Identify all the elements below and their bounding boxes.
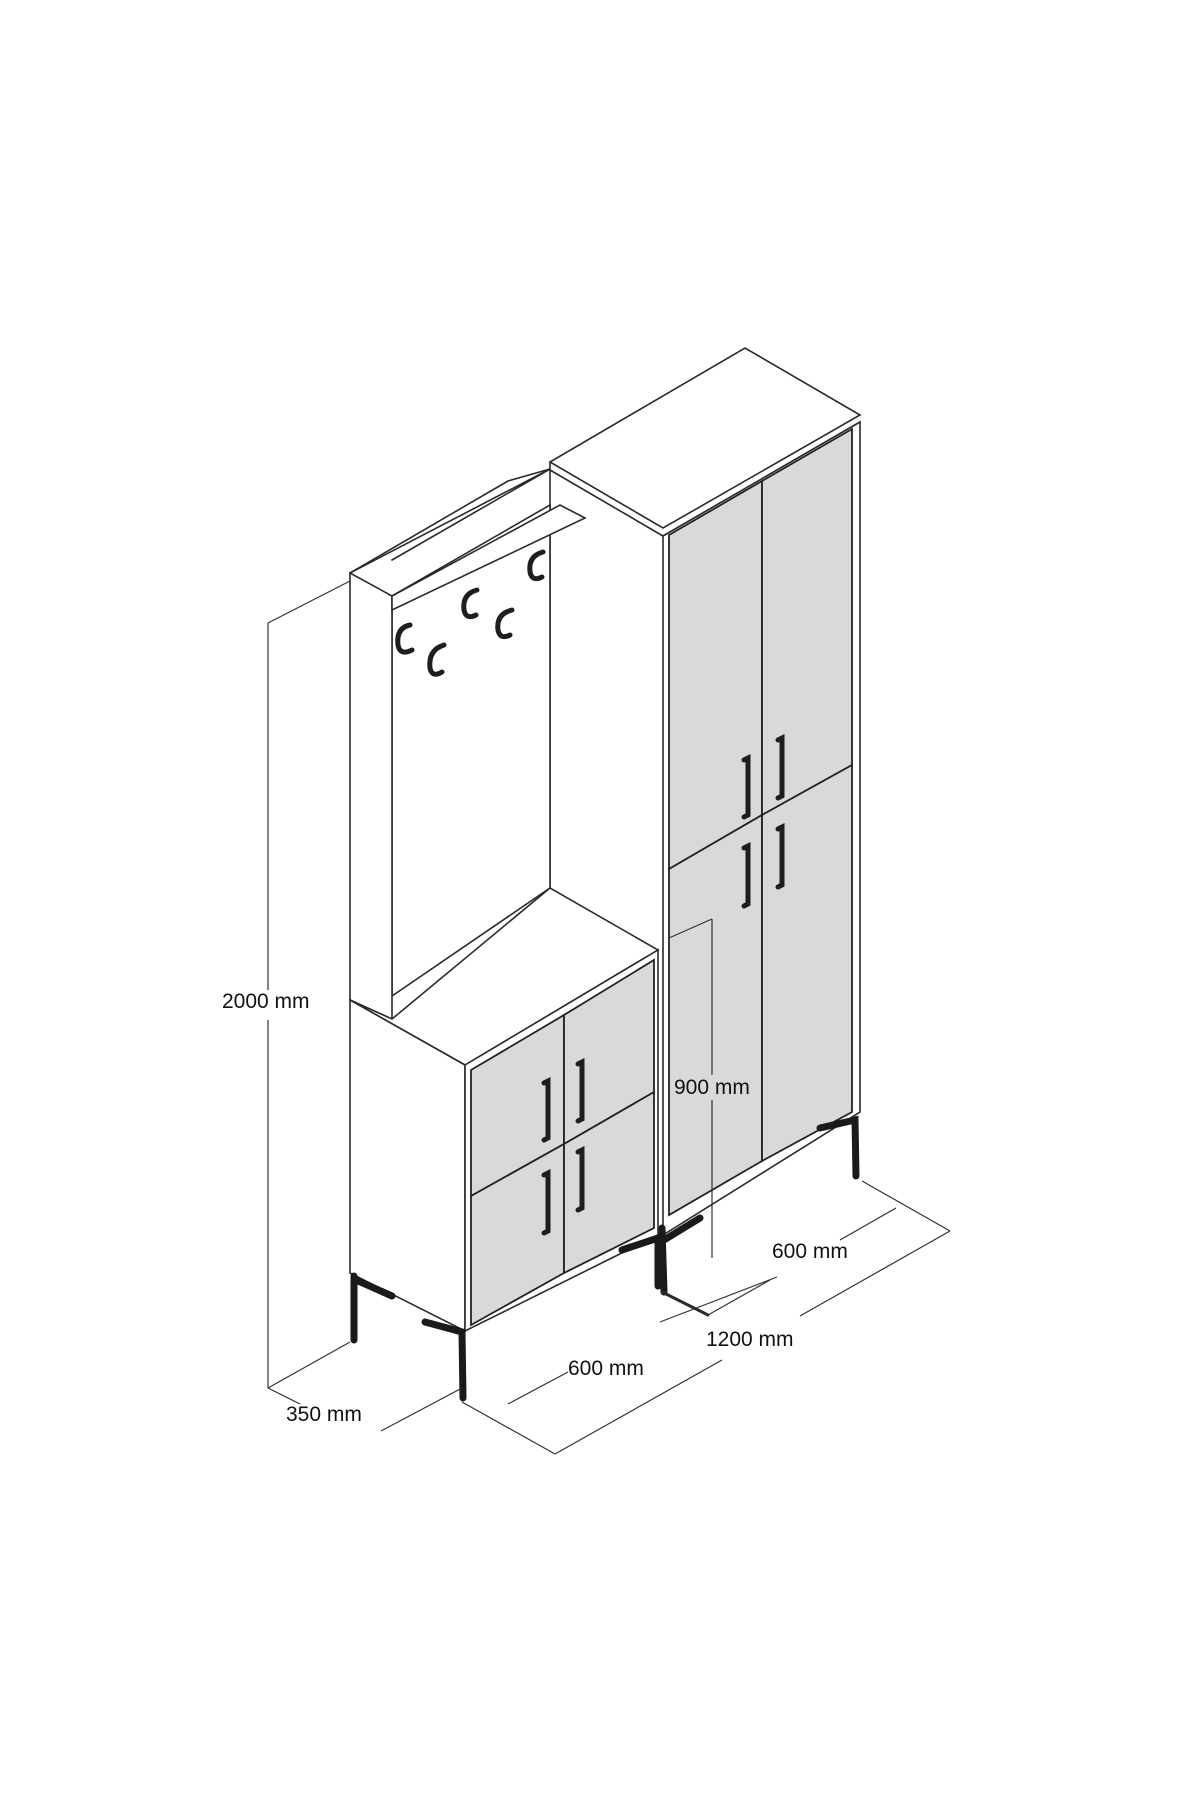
- coat-hook-icon: [461, 587, 480, 620]
- hat-shelf: [391, 504, 587, 612]
- coat-hook-icon: [527, 549, 546, 582]
- dimension-lines: [267, 580, 951, 1455]
- leg: [421, 1318, 467, 1402]
- handle: [541, 1076, 551, 1143]
- width-total-label: 1200 mm: [706, 1328, 794, 1351]
- leg: [352, 1276, 396, 1300]
- tall-cabinet-door-bottom-right: [761, 763, 853, 1163]
- lower-cabinet-door-bottom-right: [563, 1090, 655, 1275]
- handle: [541, 1168, 551, 1236]
- coat-hook-icon: [395, 622, 415, 655]
- handle: [775, 822, 785, 890]
- handle: [741, 841, 751, 909]
- handle: [575, 1145, 585, 1213]
- leg: [816, 1115, 860, 1180]
- width-left-label: 600 mm: [568, 1357, 644, 1380]
- handle: [575, 1057, 585, 1124]
- width-right-label: 600 mm: [772, 1240, 848, 1263]
- handle: [775, 733, 785, 801]
- tall-cabinet-top: [548, 347, 862, 529]
- handle: [741, 753, 751, 820]
- lower-cabinet-height-label: 900 mm: [674, 1076, 750, 1099]
- coat-post: [349, 571, 393, 1021]
- leg: [660, 1214, 704, 1244]
- coat-hook-icon: [495, 607, 515, 640]
- tall-cabinet-door-top-right: [761, 427, 853, 817]
- coat-hook-icon: [427, 642, 447, 677]
- hall-stand: [349, 468, 662, 1402]
- leg: [618, 1233, 662, 1290]
- depth-label: 350 mm: [286, 1403, 362, 1426]
- height-total-label: 2000 mm: [222, 990, 310, 1013]
